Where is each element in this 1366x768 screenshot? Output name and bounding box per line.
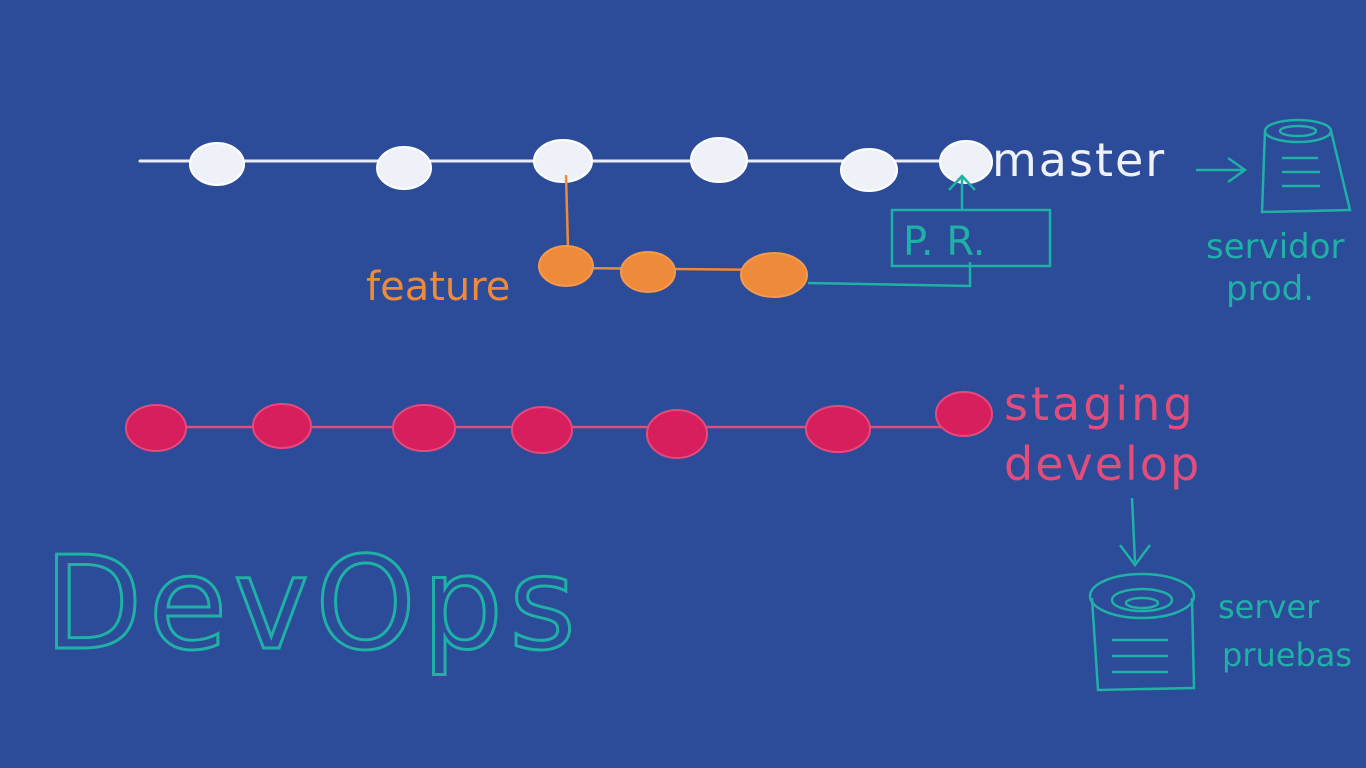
production-server: servidor prod.: [1196, 118, 1352, 309]
master-commit: [533, 139, 593, 183]
develop-commit: [935, 391, 993, 437]
database-icon: [1260, 118, 1352, 214]
master-label: master: [992, 133, 1166, 187]
feature-commit: [538, 245, 594, 287]
feature-commit: [620, 251, 676, 293]
develop-commit: [646, 409, 708, 459]
develop-commit: [125, 404, 187, 452]
devops-title: DevOps: [43, 529, 582, 681]
master-commit: [189, 142, 245, 186]
pull-request-connector: [807, 262, 972, 288]
arrow-down-icon: [1119, 497, 1151, 568]
feature-commit: [740, 252, 808, 298]
develop-commit: [805, 405, 871, 453]
develop-commits: [125, 391, 993, 459]
master-branch: master: [138, 133, 1166, 192]
testing-server-label-line2: pruebas: [1222, 636, 1352, 674]
feature-branch-connector: [564, 174, 570, 249]
develop-label-develop: develop: [1004, 437, 1201, 491]
develop-commit: [511, 406, 573, 454]
feature-branch: feature: [366, 174, 808, 310]
production-server-label-line1: servidor: [1206, 227, 1345, 267]
develop-label-staging: staging: [1004, 377, 1196, 431]
production-server-label-line2: prod.: [1226, 269, 1314, 309]
develop-commit: [252, 403, 312, 449]
arrow-up-icon: [948, 174, 976, 191]
master-commit: [840, 148, 898, 192]
arrow-right-icon: [1196, 156, 1248, 184]
devops-title-text: DevOps: [44, 530, 582, 679]
master-commits: [189, 137, 993, 192]
feature-label: feature: [366, 264, 510, 310]
master-commit: [690, 137, 748, 183]
master-commit: [939, 140, 993, 184]
pull-request-box: [890, 208, 1052, 268]
feature-commits: [538, 245, 808, 298]
pull-request-label: P. R.: [903, 219, 985, 265]
database-icon: [1088, 572, 1196, 692]
testing-server: server pruebas: [1088, 497, 1352, 692]
develop-commit: [392, 404, 456, 452]
pull-request: P. R.: [807, 174, 1052, 288]
develop-branch: staging develop: [125, 377, 1201, 491]
testing-server-label-line1: server: [1218, 588, 1320, 626]
master-commit: [376, 146, 432, 190]
